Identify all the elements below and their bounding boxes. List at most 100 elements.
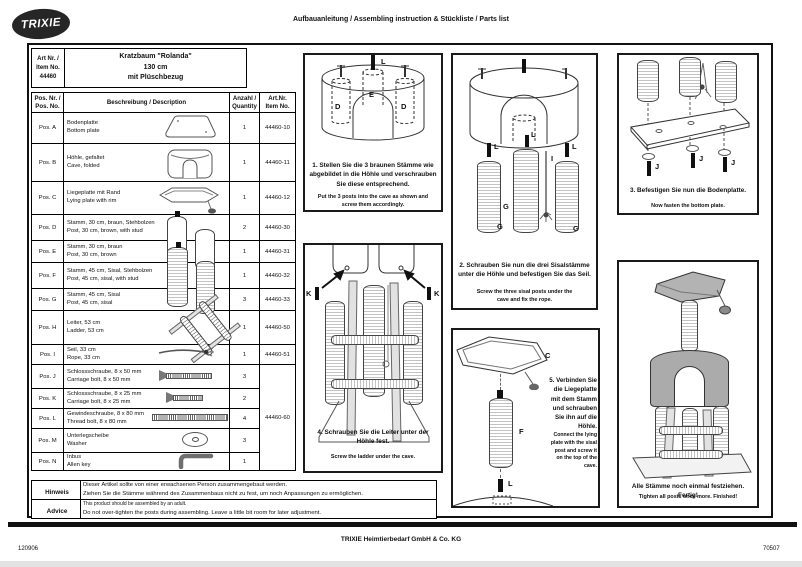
top-plate-drawing: [654, 271, 726, 303]
pompom-drawing: [716, 289, 731, 315]
part-desc-en: Post, 45 cm, sisal, with stud: [67, 275, 139, 282]
part-qty: 1: [229, 143, 260, 182]
step3-panel: J J J 3. Befestigen Sie nun die Bodenpla…: [617, 53, 759, 215]
part-qty: 3: [229, 288, 260, 311]
washer: [686, 145, 699, 152]
part-desc-en: Washer: [67, 440, 87, 447]
scan-edge: [0, 561, 802, 567]
carriage-bolt-short-icon: [166, 392, 173, 403]
part-desc-de: Höhle, gefaltet: [67, 154, 105, 161]
ladder-rung: [659, 426, 723, 435]
part-desc-en: Allen key: [67, 461, 91, 468]
part-qty: 3: [229, 364, 260, 389]
part-desc-de: Schlossschraube, 8 x 25 mm: [67, 390, 142, 397]
part-desc-de: Seil, 33 cm: [67, 346, 96, 353]
step4-panel: K K 4. Schrauben Sie die Leiter unter de…: [303, 243, 443, 473]
cave-top-drawing: [453, 495, 553, 506]
product-height: 130 cm: [143, 63, 168, 71]
part-art-no-merged: 44460-60: [259, 364, 296, 471]
final-text-de: Alle Stämme noch einmal festziehen. Fert…: [631, 483, 745, 500]
part-label: L: [531, 130, 536, 139]
art-number: 44460: [39, 73, 57, 80]
dashed-guide: [500, 469, 501, 478]
part-pos: Pos. A: [31, 112, 64, 144]
part-desc-en: Post, 30 cm, brown: [67, 251, 117, 258]
bottom-rule: [8, 522, 797, 527]
step2-panel: L L L I G G G 2. Schrauben Sie nun die d…: [451, 53, 598, 310]
part-qty: 3: [229, 428, 260, 453]
final-text-en: Tighten all posts once more. Finished!: [638, 494, 738, 500]
part-desc-en: Bottom plate: [67, 128, 100, 134]
cave-icon: [167, 149, 213, 179]
step5-text-en: Connect the lying plate with the sisal p…: [550, 432, 597, 470]
ladder-and-base-drawing: [632, 407, 752, 479]
part-qty: 1: [229, 112, 260, 144]
sisal-post: [715, 61, 737, 103]
advice-box: Hinweis Dieser Artikel sollte von einer …: [31, 480, 437, 519]
step4-illustration: [318, 245, 430, 443]
step5-text-de: 5. Verbinden Sie die Liegeplatte mit dem…: [549, 377, 597, 431]
step1-illustration: [321, 55, 425, 141]
col-header-qty: Anzahl /Quantity: [229, 92, 260, 113]
post-sisal-icon: [167, 247, 188, 307]
part-label: L: [381, 57, 386, 66]
rope-end: [539, 211, 553, 222]
part-qty: 1: [229, 452, 260, 471]
parts-table: Pos. Nr. /Pos. No. Beschreibung / Descri…: [31, 92, 296, 471]
stud-icon: [176, 242, 181, 248]
part-pos: Pos. J: [31, 364, 64, 389]
part-label: D: [401, 102, 407, 111]
sisal-post: [679, 57, 701, 97]
part-pos: Pos. C: [31, 181, 64, 215]
step1-panel: L E D D 1. Stellen Sie die 3 braunen Stä…: [303, 53, 443, 212]
product-cover: mit Plüschbezug: [127, 74, 184, 82]
step2-text-en: Screw the three sisal posts under the ca…: [476, 289, 573, 303]
part-art-no: 44460-30: [259, 214, 296, 241]
part-desc-de: Stamm, 30 cm, braun, Stehbolzen: [67, 219, 155, 226]
part-label: F: [519, 427, 524, 436]
cave-door: [674, 366, 705, 407]
part-art-no: 44460-33: [259, 288, 296, 311]
sisal-post: [555, 161, 579, 233]
step3-text-de: 3. Befestigen Sie nun die Bodenplatte.: [629, 187, 747, 194]
allen-key-icon: [178, 453, 214, 469]
part-desc-de: Stamm, 45 cm, Sisal, Stehbolzen: [67, 267, 153, 274]
product-name-cell: Kratzbaum "Rolanda" 130 cm mit Plüschbez…: [64, 48, 247, 88]
part-label: G: [497, 222, 503, 231]
part-qty: 2: [229, 388, 260, 409]
trixie-logo: TRIXIE: [11, 7, 71, 41]
step1-text-en: Put the 3 posts into the cave as shown a…: [317, 194, 429, 208]
bolt-j: [691, 153, 695, 168]
part-desc-en: Lying plate with rim: [67, 198, 117, 204]
washer-hole: [192, 437, 199, 442]
part-desc-de: Liegeplatte mit Rand: [67, 190, 121, 197]
col-header-pos: Pos. Nr. /Pos. No.: [31, 92, 64, 113]
part-art-no: 44460-32: [259, 262, 296, 289]
advice-label-de: Hinweis: [31, 480, 81, 500]
part-desc-de: Bodenplatte: [67, 120, 98, 127]
part-label: J: [731, 158, 736, 167]
part-label: J: [655, 162, 660, 171]
bolt-j: [647, 161, 651, 176]
carriage-bolt-long-icon: [159, 370, 166, 381]
part-pos: Pos. M: [31, 428, 64, 453]
col-header-art: Art.Nr.Item No.: [259, 92, 296, 113]
part-pos: Pos. N: [31, 452, 64, 471]
bolt-j: [723, 157, 727, 172]
part-desc-de: Leiter, 53 cm: [67, 319, 101, 326]
ladder-rung: [659, 450, 723, 459]
sisal-post: [681, 300, 698, 352]
rope-icon: [158, 347, 214, 357]
sisal-post: [477, 161, 501, 233]
footer-code-right: 70507: [763, 546, 780, 552]
step2-illustration: [469, 59, 579, 149]
thread-bolt-icon: [152, 414, 228, 421]
bolt-shank: [166, 373, 212, 379]
part-pos: Pos. K: [31, 388, 64, 409]
bolt-k: [427, 287, 431, 300]
